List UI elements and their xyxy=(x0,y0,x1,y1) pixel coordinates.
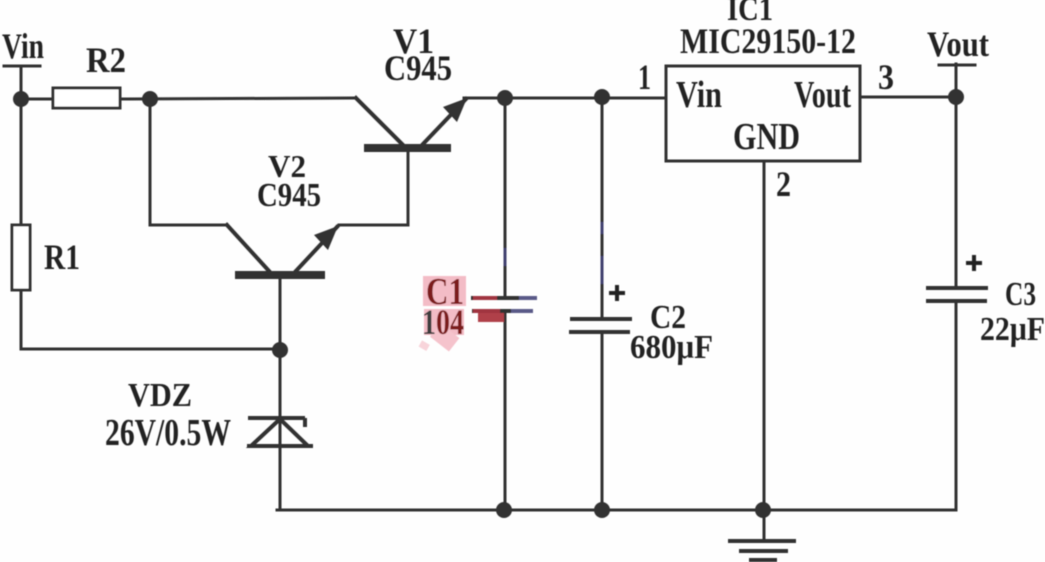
svg-text:2: 2 xyxy=(776,164,791,204)
svg-text:R2: R2 xyxy=(86,40,126,80)
svg-text:104: 104 xyxy=(422,302,464,342)
svg-text:Vout: Vout xyxy=(794,74,851,116)
svg-text:V1: V1 xyxy=(393,21,434,61)
svg-text:26V/0.5W: 26V/0.5W xyxy=(105,412,231,454)
svg-text:1: 1 xyxy=(638,57,651,97)
svg-text:C2: C2 xyxy=(650,299,686,336)
svg-text:R1: R1 xyxy=(44,237,80,277)
svg-text:IC1: IC1 xyxy=(727,0,773,28)
svg-text:680μF: 680μF xyxy=(630,329,713,366)
svg-text:MIC29150-12: MIC29150-12 xyxy=(680,21,856,61)
svg-text:Vin: Vin xyxy=(2,26,44,66)
svg-text:C3: C3 xyxy=(1005,276,1036,313)
svg-text:C945: C945 xyxy=(257,177,321,214)
svg-text:C945: C945 xyxy=(384,48,452,88)
svg-text:Vout: Vout xyxy=(927,24,989,64)
svg-text:VDZ: VDZ xyxy=(128,377,192,414)
svg-text:GND: GND xyxy=(733,116,800,158)
svg-text:Vin: Vin xyxy=(676,74,722,116)
svg-text:C1: C1 xyxy=(426,271,464,313)
svg-text:V2: V2 xyxy=(268,148,306,184)
svg-text:22μF: 22μF xyxy=(980,311,1045,348)
svg-text:3: 3 xyxy=(878,57,894,97)
